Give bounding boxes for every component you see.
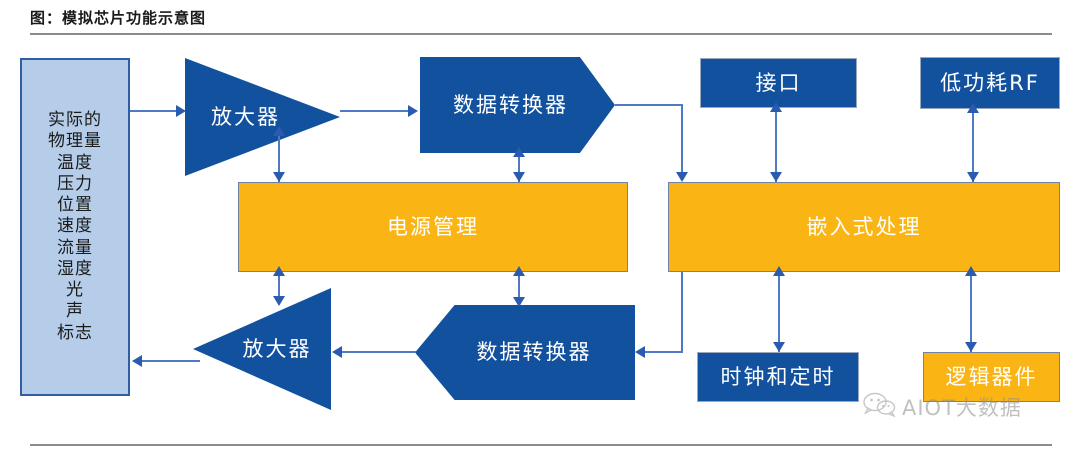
- block-embedded-processing[interactable]: 嵌入式处理: [668, 182, 1060, 272]
- conn-power-amplifier-bottom: [278, 272, 280, 304]
- arrowhead-amplifier-bottom-to-power: [273, 266, 285, 276]
- arrowhead-clock-to-embedded: [773, 266, 785, 276]
- pq-line-1: 物理量: [48, 131, 102, 152]
- arrowhead-power-to-amplifier-top: [273, 126, 285, 136]
- pq-line-10: 标志: [57, 322, 93, 343]
- conn-interface-embedded: [775, 108, 777, 182]
- block-logic-devices[interactable]: 逻辑器件: [923, 352, 1060, 402]
- arrowhead-amplifier-top-to-power: [273, 172, 285, 182]
- arrowhead-embedded-to-rf: [967, 103, 979, 113]
- pq-line-8: 光: [66, 280, 84, 301]
- pq-line-2: 温度: [57, 152, 93, 173]
- block-data-converter-top[interactable]: 数据转换器: [420, 57, 615, 153]
- clock-and-timing-label: 时钟和定时: [720, 364, 836, 389]
- arrowhead-amplifier-to-converter-top: [408, 105, 418, 117]
- arrowhead-converter-bottom-to-power: [513, 266, 525, 276]
- data-converter-bottom-label: 数据转换器: [476, 340, 592, 365]
- conn-input-to-amplifier: [130, 110, 182, 112]
- pq-line-7: 湿度: [57, 258, 93, 279]
- block-amplifier-bottom[interactable]: 放大器: [193, 288, 331, 410]
- block-clock-and-timing[interactable]: 时钟和定时: [697, 352, 859, 402]
- title-divider-top: [30, 33, 1052, 35]
- conn-rf-embedded: [972, 109, 974, 182]
- block-interface[interactable]: 接口: [700, 58, 857, 108]
- pq-line-9: 声: [66, 301, 84, 322]
- conn-converter-top-out: [615, 104, 683, 106]
- interface-label: 接口: [755, 70, 802, 95]
- data-converter-top-label: 数据转换器: [453, 92, 568, 117]
- block-low-power-rf[interactable]: 低功耗RF: [920, 57, 1060, 109]
- conn-embedded-down-left: [681, 272, 683, 353]
- pq-line-5: 速度: [57, 216, 93, 237]
- block-amplifier-top[interactable]: 放大器: [185, 58, 340, 176]
- pq-line-3: 压力: [57, 173, 93, 194]
- arrowhead-power-to-amplifier-bottom: [273, 296, 285, 306]
- arrowhead-power-to-converter-bottom: [513, 297, 525, 307]
- arrowhead-converter-top-to-power: [513, 172, 525, 182]
- pq-line-0: 实际的: [48, 110, 102, 131]
- conn-power-converter-bottom: [518, 272, 520, 305]
- arrowhead-embedded-to-converter-bottom: [635, 346, 645, 358]
- conn-amplifier-top-power: [278, 132, 280, 182]
- arrowhead-embedded-to-clock: [773, 342, 785, 352]
- block-data-converter-bottom[interactable]: 数据转换器: [415, 305, 635, 400]
- conn-converter-bottom-to-amplifier: [342, 351, 416, 353]
- amplifier-top-label: 放大器: [211, 104, 280, 129]
- block-power-management[interactable]: 电源管理: [238, 182, 628, 272]
- figure-title: 图：模拟芯片功能示意图: [30, 9, 207, 27]
- amplifier-bottom-label: 放大器: [242, 336, 312, 361]
- conn-converter-top-down: [681, 104, 683, 174]
- embedded-processing-label: 嵌入式处理: [806, 214, 922, 239]
- block-physical-quantities[interactable]: 实际的 物理量 温度 压力 位置 速度 流量 湿度 光 声 标志: [20, 58, 130, 396]
- conn-embedded-clock: [778, 272, 780, 352]
- pq-line-6: 流量: [57, 237, 93, 258]
- power-management-label: 电源管理: [387, 214, 479, 239]
- arrowhead-embedded-to-interface: [770, 102, 782, 112]
- arrowhead-amplifier-bottom-to-input: [132, 355, 142, 367]
- arrowhead-input-to-amplifier: [176, 105, 186, 117]
- arrowhead-logic-to-embedded: [965, 266, 977, 276]
- divider-bottom: [30, 444, 1052, 446]
- arrowhead-interface-to-embedded: [770, 172, 782, 182]
- arrowhead-rf-to-embedded: [967, 172, 979, 182]
- wechat-icon: [862, 392, 896, 422]
- conn-embedded-logic: [970, 272, 972, 352]
- low-power-rf-label: 低功耗RF: [940, 70, 1040, 95]
- arrowhead-converter-top-to-embedded: [676, 172, 688, 182]
- arrowhead-converter-bottom-to-amplifier: [332, 346, 342, 358]
- logic-devices-label: 逻辑器件: [945, 364, 1038, 389]
- conn-amplifier-to-converter-top: [340, 110, 412, 112]
- conn-converter-top-power: [518, 153, 520, 182]
- conn-amplifier-bottom-to-input: [142, 360, 200, 362]
- arrowhead-embedded-to-logic: [965, 342, 977, 352]
- arrowhead-power-to-converter-top: [513, 147, 525, 157]
- pq-line-4: 位置: [57, 195, 93, 216]
- conn-embedded-to-converter-bottom: [645, 351, 683, 353]
